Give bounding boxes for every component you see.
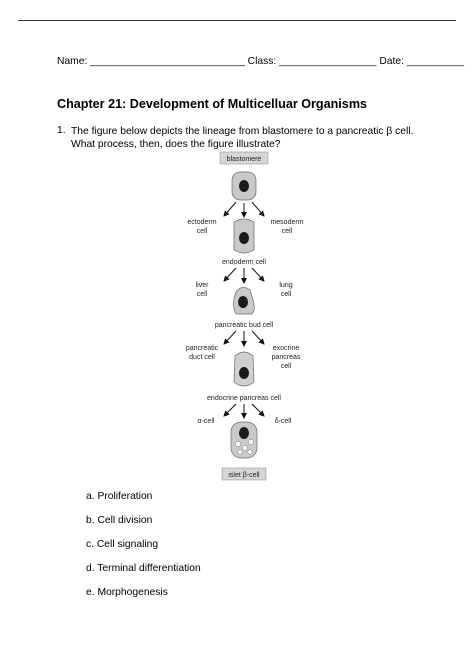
endocrine-label: endocrine pancreas cell	[207, 395, 281, 402]
secretory-granule	[237, 449, 243, 455]
secretory-granule	[248, 439, 254, 445]
secretory-granule	[235, 441, 241, 447]
exocrine-label-cell: cell	[281, 363, 292, 370]
lung-label-cell: cell	[281, 291, 292, 298]
blastomere-nucleus	[239, 180, 249, 192]
arrow-to-exocrine	[251, 330, 265, 345]
exocrine-label-pancreas: pancreas	[272, 354, 301, 361]
arrow-to-duct	[223, 330, 237, 345]
arrow-to-delta	[251, 403, 265, 417]
option-a: a. Proliferation	[86, 491, 153, 502]
arrow-to-ectoderm	[223, 201, 237, 217]
question-number: 1.	[57, 125, 66, 136]
liver-label: liver	[196, 282, 210, 289]
mesoderm-label-cell: cell	[282, 228, 293, 235]
liver-label-cell: cell	[197, 291, 208, 298]
alpha-cell-label: α-cell	[198, 418, 215, 425]
blastomere-label-box	[219, 151, 269, 165]
islet-beta-label: islet β-cell	[228, 472, 260, 479]
secretory-granule	[247, 449, 253, 455]
mesoderm-label: mesoderm	[270, 219, 303, 226]
blastomere-label: blastomere	[227, 156, 262, 163]
option-b: b. Cell division	[86, 515, 153, 526]
ectoderm-label-cell: cell	[197, 228, 208, 235]
option-e: e. Morphogenesis	[86, 587, 168, 598]
arrow-to-lung	[251, 267, 265, 282]
islet-beta-cell	[230, 421, 258, 459]
arrow-to-alpha	[223, 403, 237, 417]
lineage-figure: blastomere ectoderm cell mesoderm cell e…	[184, 150, 304, 486]
arrow-to-mesoderm	[251, 201, 265, 217]
islet-label-box	[221, 467, 267, 481]
endoderm-nucleus	[239, 232, 249, 244]
chapter-title: Chapter 21: Development of Multicelluar …	[57, 97, 368, 111]
lung-label: lung	[279, 282, 292, 289]
islet-nucleus	[239, 427, 249, 439]
duct-label-cell: duct cell	[189, 354, 215, 361]
pancreatic-bud-nucleus	[238, 296, 248, 308]
ectoderm-label: ectoderm	[187, 219, 216, 226]
endoderm-label: endoderm cell	[222, 259, 266, 266]
secretory-granule	[242, 445, 248, 451]
arrow-to-liver	[223, 267, 237, 282]
pancreatic-bud-label: pancreatic bud cell	[215, 322, 274, 329]
duct-label: pancreatic	[186, 345, 219, 352]
exocrine-label: exocrine	[273, 345, 300, 352]
student-info-line: Name: ___________________________ Class:…	[57, 56, 465, 67]
option-c: c. Cell signaling	[86, 539, 159, 550]
option-d: d. Terminal differentiation	[86, 563, 201, 574]
endocrine-nucleus	[239, 367, 249, 379]
question-text: The figure below depicts the lineage fro…	[71, 126, 414, 150]
top-rule	[18, 20, 456, 21]
delta-cell-label: δ-cell	[275, 418, 292, 425]
